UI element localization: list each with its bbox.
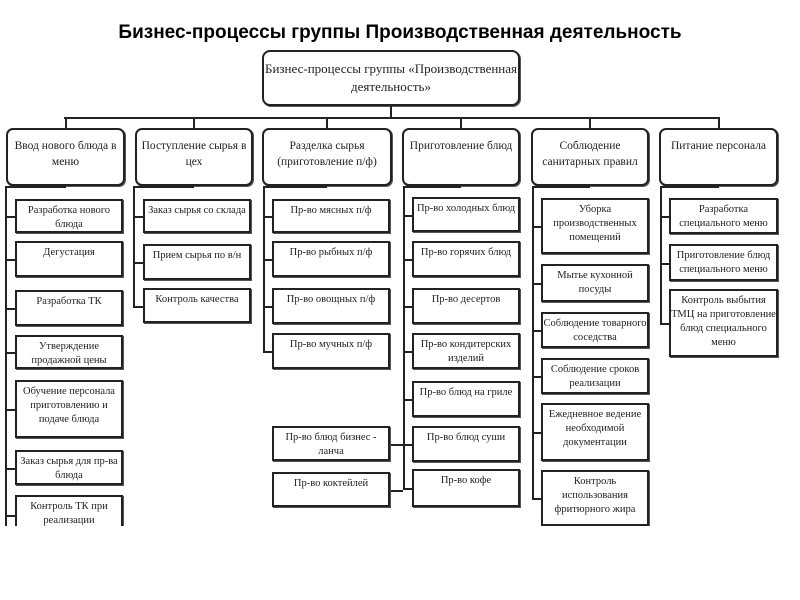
vertical-connector (133, 186, 135, 308)
process-item-box: Разработка нового блюда (15, 199, 123, 233)
branch-connector (660, 263, 669, 265)
process-item-box: Соблюдение товарного соседства (541, 312, 649, 348)
branch-connector (403, 444, 412, 446)
connector-line (717, 118, 720, 128)
branch-connector (5, 468, 15, 470)
root-process-box: Бизнес-процессы группы «Производственная… (262, 50, 520, 106)
process-item-box: Пр-во блюд бизнес - ланча (272, 426, 390, 461)
vertical-connector (403, 186, 405, 490)
process-item-box: Пр-во мясных п/ф (272, 199, 390, 233)
category-box-2: Поступление сырья в цех (135, 128, 253, 186)
branch-connector (263, 259, 272, 261)
process-item-box: Контроль выбытия ТМЦ на приготовление бл… (669, 289, 778, 357)
branch-connector (5, 352, 15, 354)
process-item-box: Уборка производственных помещений (541, 198, 649, 254)
branch-connector (133, 306, 143, 308)
process-item-box: Контроль ТК при реализации (15, 495, 123, 526)
process-item-box: Пр-во десертов (412, 288, 520, 324)
branch-connector (660, 216, 669, 218)
process-item-box: Пр-во рыбных п/ф (272, 241, 390, 277)
cross-connector (390, 444, 403, 446)
category-connector (263, 186, 327, 188)
branch-connector (263, 216, 272, 218)
category-box-6: Питание персонала (659, 128, 778, 186)
branch-connector (532, 498, 541, 500)
branch-connector (532, 432, 541, 434)
branch-connector (532, 283, 541, 285)
process-item-box: Дегустация (15, 241, 123, 277)
branch-connector (403, 399, 412, 401)
process-item-box: Приготовление блюд специального меню (669, 244, 778, 281)
branch-connector (403, 259, 412, 261)
process-item-box: Пр-во мучных п/ф (272, 333, 390, 369)
branch-connector (5, 308, 15, 310)
process-item-box: Обучение персонала приготовлению и подач… (15, 380, 123, 438)
vertical-connector (660, 186, 662, 325)
branch-connector (403, 488, 412, 490)
branch-connector (5, 409, 15, 411)
process-item-box: Пр-во горячих блюд (412, 241, 520, 277)
process-item-box: Контроль качества (143, 288, 251, 323)
category-box-4: Приготовление блюд (402, 128, 520, 186)
process-item-box: Утверждение продажной цены (15, 335, 123, 369)
vertical-connector (532, 186, 534, 500)
cross-connector (390, 490, 403, 492)
branch-connector (532, 376, 541, 378)
process-item-box: Соблюдение сроков реализации (541, 358, 649, 394)
process-item-box: Мытье кухонной посуды (541, 264, 649, 302)
branch-connector (403, 351, 412, 353)
connector-line (589, 118, 591, 128)
branch-connector (133, 262, 143, 264)
process-item-box: Заказ сырья для пр-ва блюда (15, 450, 123, 485)
process-item-box: Заказ сырья со склада (143, 199, 251, 233)
category-connector (133, 186, 194, 188)
connector-line (326, 118, 328, 128)
branch-connector (263, 306, 272, 308)
vertical-connector (263, 186, 265, 353)
slide-title: Бизнес-процессы группы Производственная … (118, 22, 682, 43)
process-item-box: Пр-во холодных блюд (412, 197, 520, 232)
branch-connector (403, 306, 412, 308)
process-item-box: Ежедневное ведение необходимой документа… (541, 403, 649, 461)
process-item-box: Пр-во блюд суши (412, 426, 520, 462)
main-connector (64, 117, 720, 119)
branch-connector (403, 215, 412, 217)
branch-connector (660, 323, 669, 325)
connector-line (460, 118, 462, 128)
category-box-1: Ввод нового блюда в меню (6, 128, 125, 186)
vertical-connector (5, 186, 7, 526)
branch-connector (5, 515, 15, 517)
category-connector (532, 186, 590, 188)
org-chart: Бизнес-процессы группы «Производственная… (5, 50, 778, 526)
branch-connector (532, 226, 541, 228)
process-item-box: Пр-во блюд на гриле (412, 381, 520, 417)
category-connector (660, 186, 719, 188)
branch-connector (5, 259, 15, 261)
branch-connector (133, 216, 143, 218)
process-item-box: Пр-во овощных п/ф (272, 288, 390, 324)
process-item-box: Контроль использования фритюрного жира (541, 470, 649, 526)
category-connector (5, 186, 66, 188)
category-box-5: Соблюдение санитарных правил (531, 128, 649, 186)
branch-connector (263, 351, 272, 353)
process-item-box: Пр-во кофе (412, 469, 520, 507)
process-item-box: Прием сырья по в/н (143, 244, 251, 280)
category-connector (403, 186, 461, 188)
connector-line (193, 118, 195, 128)
category-box-3: Разделка сырья (приготовление п/ф) (262, 128, 392, 186)
process-item-box: Пр-во кондитерских изделий (412, 333, 520, 369)
connector-line (64, 118, 67, 128)
connector-line (390, 106, 392, 118)
branch-connector (532, 330, 541, 332)
branch-connector (5, 216, 15, 218)
process-item-box: Пр-во коктейлей (272, 472, 390, 507)
process-item-box: Разработка ТК (15, 290, 123, 326)
process-item-box: Разработка специального меню (669, 198, 778, 234)
